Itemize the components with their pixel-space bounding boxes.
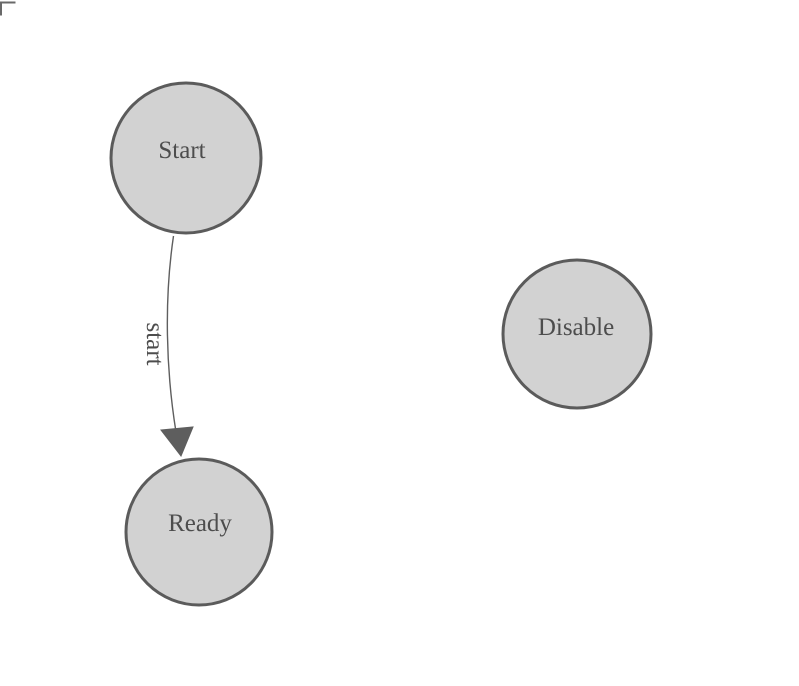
state-circle-disable <box>501 258 653 410</box>
state-label-disable: Disable <box>538 314 614 341</box>
canvas-origin-marker-icon <box>0 1 16 16</box>
state-label-ready: Ready <box>168 510 232 537</box>
arrowhead-icon <box>160 426 194 457</box>
transition-path <box>166 235 177 433</box>
state-label-start: Start <box>158 137 205 164</box>
state-node-start[interactable]: Start <box>109 81 263 235</box>
state-node-disable[interactable]: Disable <box>501 258 653 410</box>
state-node-ready[interactable]: Ready <box>124 457 274 607</box>
state-circle-start <box>109 81 263 235</box>
state-circle-ready <box>124 457 274 607</box>
transition-label: start <box>141 322 168 365</box>
transition-start-to-ready[interactable]: start <box>141 235 194 457</box>
